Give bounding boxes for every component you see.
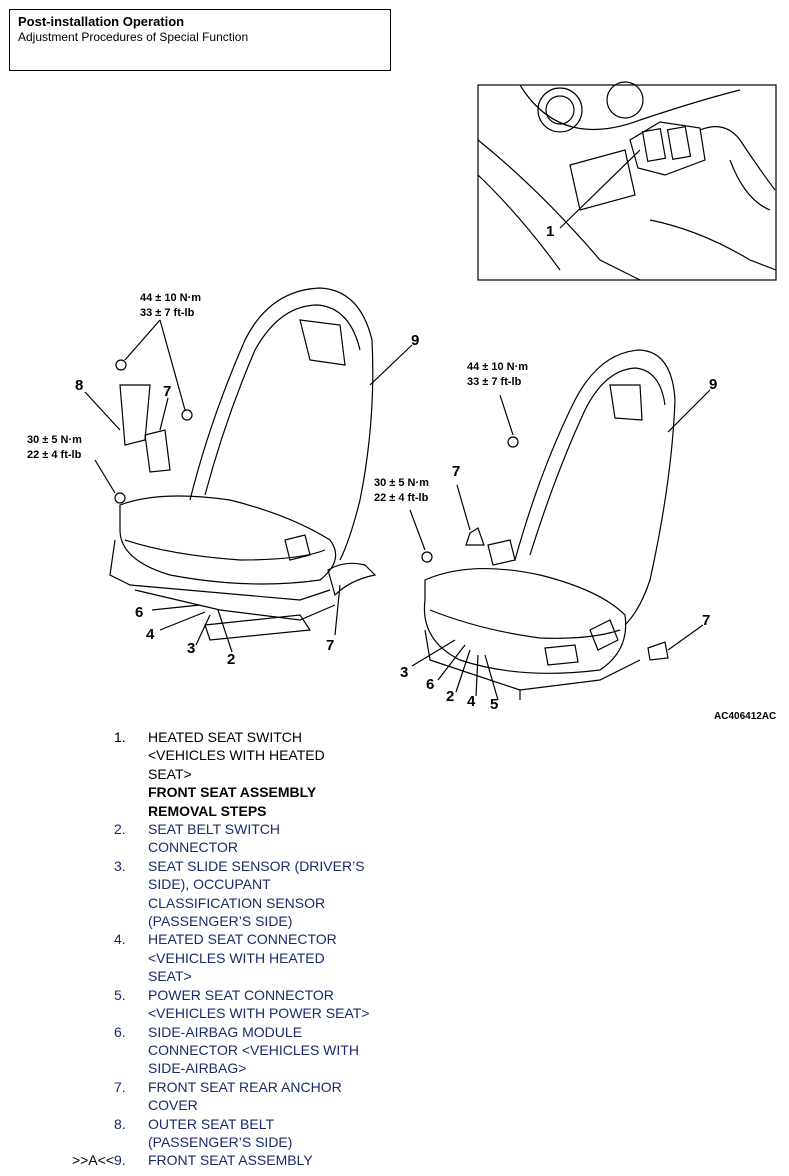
list-item-reference <box>50 1115 114 1152</box>
right-torque-lower-ftlb: 22 ± 4 ft-lb <box>374 492 429 504</box>
list-heading-line: REMOVAL STEPS <box>148 802 267 819</box>
list-item-number: 2. <box>114 821 126 838</box>
right-callout-7-side: 7 <box>702 612 710 629</box>
list-item-reference: >>A<< <box>71 1152 114 1169</box>
right-callout-3: 3 <box>400 664 408 681</box>
inset-frame <box>477 84 777 281</box>
left-torque-upper-ftlb: 33 ± 7 ft-lb <box>140 307 195 319</box>
list-item-reference <box>50 728 114 783</box>
list-item: 5. POWER SEAT CONNECTOR <VEHICLES WITH POW… <box>50 986 470 1023</box>
right-torque-upper-ftlb: 33 ± 7 ft-lb <box>467 376 522 388</box>
list-item-line: SEAT SLIDE SENSOR (DRIVER’S <box>148 857 365 874</box>
seat-illustration: 1 44 ± 10 N·m 3 3 <box>27 81 777 713</box>
list-item: 4. HEATED SEAT CONNECTOR<VEHICLES WITH HE… <box>50 930 470 985</box>
right-torque-lower-nm: 30 ± 5 N·m <box>374 477 429 489</box>
list-item-reference <box>50 986 114 1023</box>
list-item-line: CONNECTOR <VEHICLES WITH <box>148 1041 359 1058</box>
list-item: >>A<<9. FRONT SEAT ASSEMBLY <box>50 1151 470 1169</box>
left-torque-upper-nm: 44 ± 10 N·m <box>140 292 201 304</box>
list-item-reference <box>50 1023 114 1078</box>
list-item: 3. SEAT SLIDE SENSOR (DRIVER’S SIDE), OCCU… <box>50 857 470 931</box>
list-item-line: (PASSENGER’S SIDE) <box>148 913 293 930</box>
right-seat-drawing <box>409 349 711 701</box>
left-callout-4: 4 <box>146 626 155 643</box>
right-callout-9: 9 <box>709 376 717 393</box>
list-heading-line: FRONT SEAT ASSEMBLY <box>148 784 317 801</box>
left-torque-lower-ftlb: 22 ± 4 ft-lb <box>27 449 82 461</box>
removal-steps-list: 1. HEATED SEAT SWITCH <VEHICLES WITH HEATE… <box>50 728 470 1170</box>
list-item-line: POWER SEAT CONNECTOR <box>148 986 334 1003</box>
list-item-line: OUTER SEAT BELT <box>148 1115 275 1132</box>
list-item-line: HEATED SEAT SWITCH <box>148 729 303 745</box>
right-callout-4: 4 <box>467 693 476 710</box>
list-item: 7. FRONT SEAT REAR ANCHOR COVER <box>50 1078 470 1115</box>
right-callout-5: 5 <box>490 696 498 713</box>
list-item-line: SIDE-AIRBAG MODULE <box>148 1023 303 1040</box>
right-torque-upper-nm: 44 ± 10 N·m <box>467 361 528 373</box>
section-header: Post-installation Operation Adjustment P… <box>9 9 391 71</box>
list-item-reference <box>50 857 114 931</box>
right-callout-6: 6 <box>426 676 434 693</box>
list-item-number: 9. <box>114 1152 126 1169</box>
list-item-number: 1. <box>114 729 126 745</box>
list-item-number: 8. <box>114 1115 126 1132</box>
list-item-line: <VEHICLES WITH HEATED <box>148 747 325 764</box>
list-item-number: 5. <box>114 986 126 1003</box>
list-item-reference <box>50 820 114 857</box>
list-item: 1. HEATED SEAT SWITCH <VEHICLES WITH HEATE… <box>50 728 470 783</box>
section-title: Post-installation Operation <box>18 14 185 29</box>
list-item-line: CLASSIFICATION SENSOR <box>148 894 326 911</box>
left-callout-8: 8 <box>75 377 83 394</box>
left-callout-7-bottom: 7 <box>326 637 334 654</box>
figure-id: AC406412AC <box>714 711 777 722</box>
list-item-line: CONNECTOR <box>148 839 238 856</box>
list-item-line: FRONT SEAT REAR ANCHOR <box>148 1078 342 1095</box>
list-item-line: HEATED SEAT CONNECTOR <box>148 931 337 948</box>
left-seat-drawing <box>84 287 413 653</box>
left-callout-7-top: 7 <box>163 383 171 400</box>
inset-callout-1: 1 <box>546 223 554 240</box>
list-item-line: SIDE), OCCUPANT <box>148 876 271 893</box>
right-callout-7-top: 7 <box>452 463 460 480</box>
list-item-line: SEAT> <box>148 968 192 985</box>
list-item-number: 6. <box>114 1023 126 1040</box>
list-item-number: 4. <box>114 931 126 948</box>
list-item-number: 7. <box>114 1078 126 1095</box>
list-item-number: 3. <box>114 857 126 874</box>
list-item-line: SEAT BELT SWITCH <box>148 821 280 838</box>
list-item-line: <VEHICLES WITH POWER SEAT> <box>148 1005 370 1022</box>
left-callout-3: 3 <box>187 640 195 657</box>
section-subtitle: Adjustment Procedures of Special Functio… <box>18 30 249 44</box>
list-item-line: SIDE-AIRBAG> <box>148 1060 247 1077</box>
list-item-line: <VEHICLES WITH HEATED <box>148 949 325 966</box>
list-item-line: SEAT> <box>148 765 192 782</box>
list-item-line: (PASSENGER’S SIDE) <box>148 1133 293 1150</box>
left-callout-6: 6 <box>135 604 143 621</box>
list-item: 8. OUTER SEAT BELT(PASSENGER’S SIDE) <box>50 1115 470 1152</box>
list-item-line: FRONT SEAT ASSEMBLY <box>148 1152 313 1169</box>
list-item-line: COVER <box>148 1097 198 1114</box>
left-callout-9: 9 <box>411 332 419 349</box>
right-callout-2: 2 <box>446 688 454 705</box>
left-torque-lower-nm: 30 ± 5 N·m <box>27 434 82 446</box>
left-callout-2: 2 <box>227 651 235 668</box>
list-item-reference <box>50 930 114 985</box>
list-item-reference <box>50 1078 114 1115</box>
